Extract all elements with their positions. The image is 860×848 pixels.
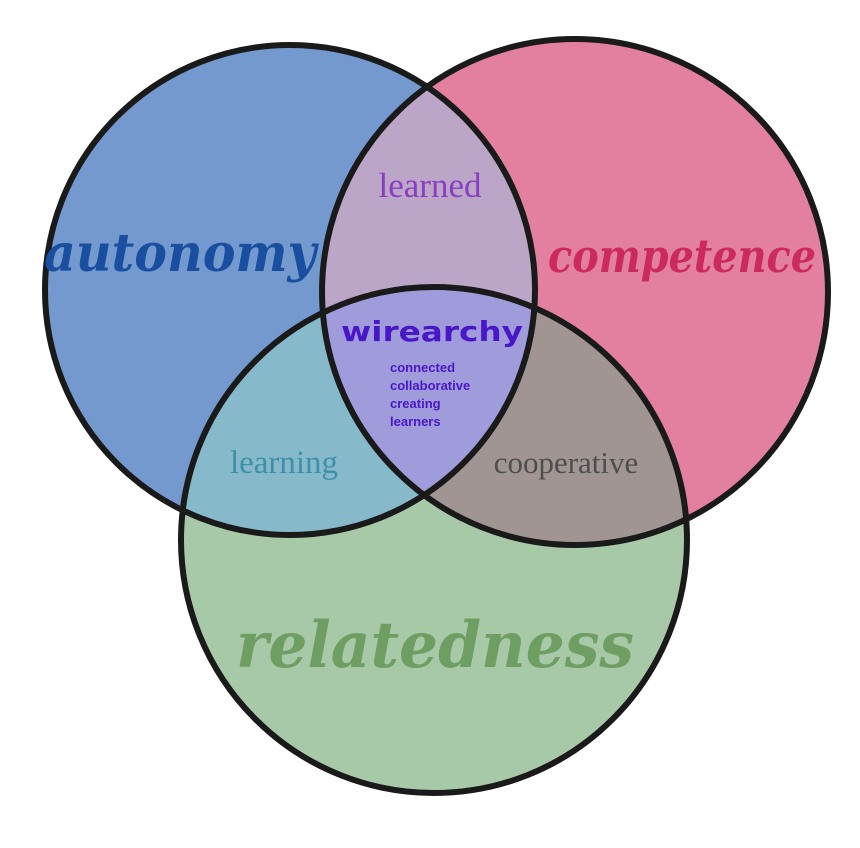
learning-label: learning — [230, 445, 338, 481]
wirearchy-items: connected collaborative creating learner… — [390, 360, 470, 429]
wirearchy-item: creating — [390, 396, 441, 411]
cooperative-label: cooperative — [494, 445, 639, 480]
competence-label: competence — [548, 229, 816, 283]
wirearchy-item: collaborative — [390, 378, 470, 393]
relatedness-label: relatedness — [236, 608, 634, 683]
autonomy-label: autonomy — [44, 223, 320, 284]
relatedness-outline — [178, 284, 690, 796]
wirearchy-item: connected — [390, 360, 455, 375]
autonomy-outline — [42, 42, 538, 538]
competence-outline — [319, 36, 831, 548]
wirearchy-label: wirearchy — [341, 315, 523, 348]
learning-overlap — [181, 287, 535, 535]
wirearchy-item: learners — [390, 414, 441, 429]
learned-label: learned — [379, 166, 482, 205]
